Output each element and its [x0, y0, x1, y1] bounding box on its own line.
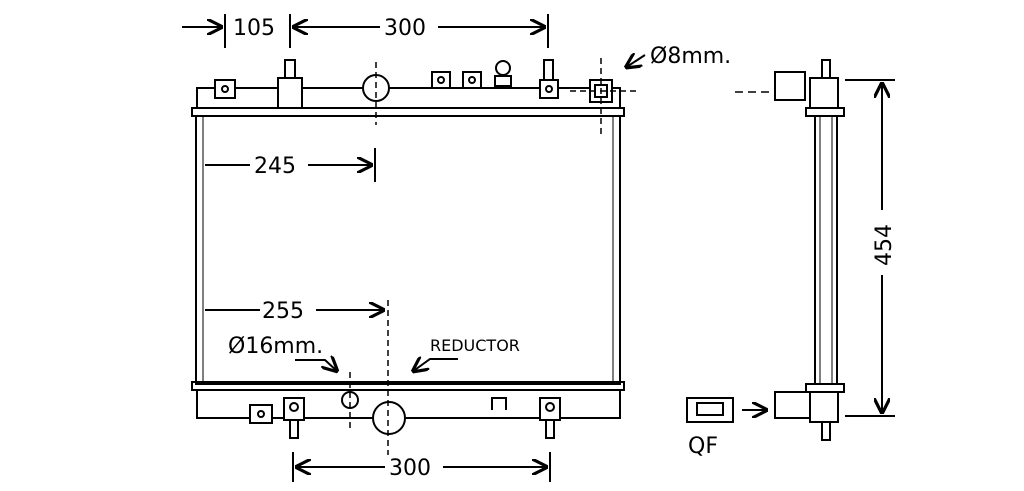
side-view — [735, 59, 845, 441]
top-tank — [191, 58, 640, 135]
reductor-label: REDUCTOR — [430, 336, 520, 355]
top-dimension-300: 300 — [292, 14, 549, 48]
bottom-tank — [191, 300, 625, 455]
arrow-8mm — [625, 55, 646, 68]
dimension-255-label: 255 — [262, 299, 304, 324]
dimension-105-label: 105 — [233, 16, 275, 41]
qf-connector — [686, 397, 768, 423]
dimension-245-label: 245 — [254, 154, 296, 179]
radiator-core — [195, 115, 621, 385]
dimension-300-top-label: 300 — [384, 16, 426, 41]
dimension-454-label: 454 — [872, 224, 897, 266]
dimension-300-bottom-label: 300 — [389, 456, 431, 481]
port-16mm-label: Ø16mm. — [228, 334, 323, 359]
qf-label: QF — [688, 434, 718, 459]
top-dimension-105: 105 — [182, 14, 291, 48]
port-8mm-label: Ø8mm. — [650, 44, 731, 69]
